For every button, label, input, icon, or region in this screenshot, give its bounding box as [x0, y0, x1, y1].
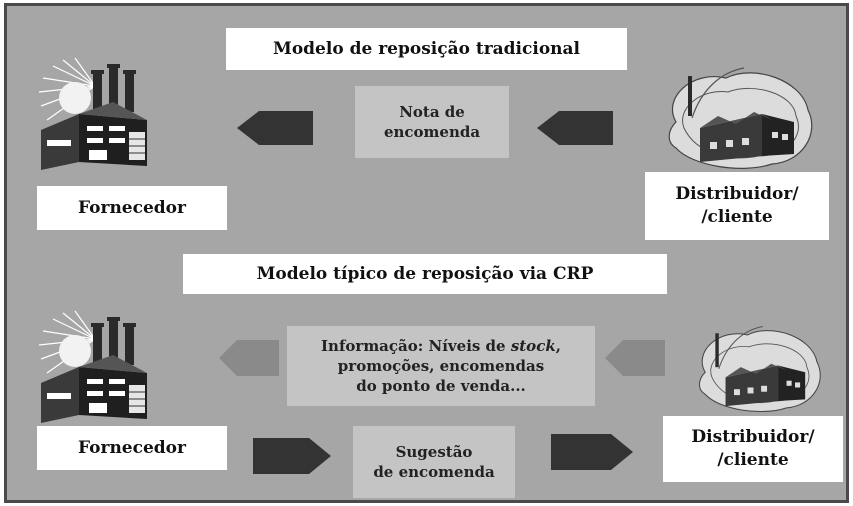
customer-label-top: Distribuidor/ /cliente [645, 172, 829, 240]
supplier-label-top: Fornecedor [37, 186, 227, 230]
order-note-box: Nota de encomenda [355, 86, 509, 158]
suggestion-line2: de encomenda [373, 463, 495, 481]
information-line3: do ponto de venda... [356, 377, 526, 396]
information-line1-prefix: Informação: Níveis de [321, 336, 511, 355]
arrow-left-info-2 [605, 340, 665, 376]
crp-title-text: Modelo típico de reposição via CRP [256, 263, 594, 284]
information-line1: Informação: Níveis de stock, [321, 336, 561, 356]
supplier-label-top-text: Fornecedor [78, 197, 186, 218]
arrow-left-top-1 [237, 111, 313, 145]
customer-factory-icon [668, 67, 813, 169]
customer-label-bottom: Distribuidor/ /cliente [663, 416, 843, 482]
information-box: Informação: Níveis de stock, promoções, … [287, 326, 595, 406]
suggestion-line1: Sugestão [395, 442, 473, 461]
arrow-left-top-2 [537, 111, 613, 145]
diagram-frame: Modelo de reposição tradicional Forneced… [4, 3, 849, 503]
information-line1-suffix: , [555, 336, 561, 355]
traditional-title-text: Modelo de reposição tradicional [273, 38, 580, 59]
order-note-line2: encomenda [383, 123, 481, 141]
traditional-title: Modelo de reposição tradicional [226, 28, 627, 70]
information-line1-italic: stock [510, 336, 556, 355]
customer-label-bottom-line1: Distribuidor/ [691, 427, 815, 448]
order-note-line1: Nota de [399, 102, 465, 121]
supplier-label-bottom: Fornecedor [37, 426, 227, 470]
arrow-right-suggestion-2 [551, 434, 633, 470]
arrow-left-info-1 [219, 340, 279, 376]
supplier-label-bottom-text: Fornecedor [78, 437, 186, 458]
information-line2: promoções, encomendas [337, 356, 545, 375]
crp-title: Modelo típico de reposição via CRP [183, 254, 667, 294]
suggestion-box: Sugestão de encomenda [353, 426, 515, 498]
customer-factory-icon-bottom [698, 325, 821, 413]
customer-label-bottom-line2: /cliente [717, 450, 789, 470]
customer-label-top-line1: Distribuidor/ [675, 184, 799, 205]
arrow-right-suggestion-1 [253, 438, 331, 474]
supplier-factory-icon-bottom [38, 310, 147, 423]
supplier-factory-icon [38, 57, 147, 170]
customer-label-top-line2: /cliente [701, 207, 773, 227]
